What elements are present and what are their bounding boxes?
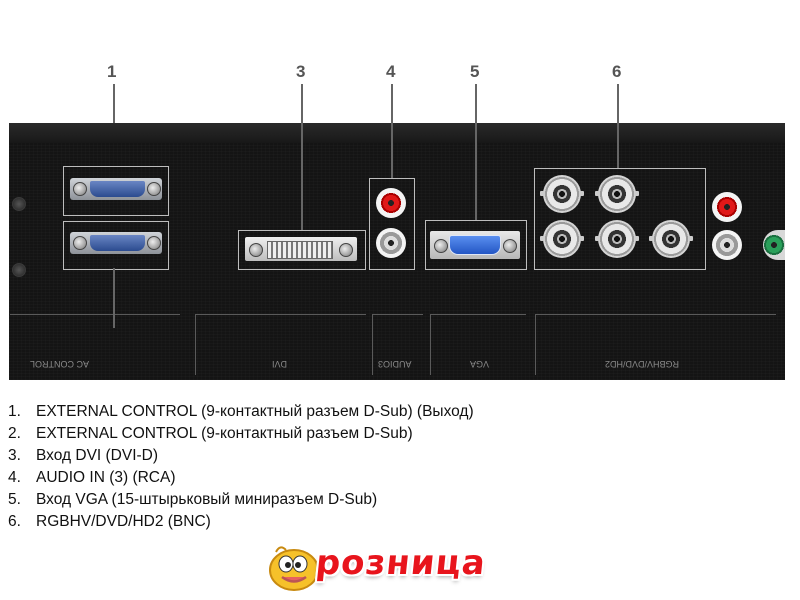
callout-3: 3 [296, 62, 306, 81]
dsub-9pin-icon [90, 181, 145, 197]
silkscreen-section [535, 314, 776, 375]
legend-item: 6.RGBHV/DVD/HD2 (BNC) [8, 513, 211, 530]
legend-item: 1.EXTERNAL CONTROL (9-контактный разъем … [8, 403, 474, 420]
screw-icon [147, 182, 161, 196]
screw-icon [147, 236, 161, 250]
bnc-connector [595, 220, 639, 258]
panel-top-edge [9, 123, 785, 143]
silkscreen-section [10, 314, 180, 375]
leader-line-6 [617, 84, 619, 168]
callout-6: 6 [612, 62, 622, 81]
label-vga: VGA [470, 359, 490, 369]
bnc-connector [540, 175, 584, 213]
rca-white-jack [376, 228, 406, 258]
leader-line-2 [113, 268, 115, 328]
legend-item: 5.Вход VGA (15-штырьковый миниразъем D-S… [8, 491, 378, 508]
silkscreen-section [430, 314, 526, 375]
rozniza-logo[interactable]: розница [266, 542, 536, 594]
bnc-connector [649, 220, 693, 258]
callout-5: 5 [470, 62, 480, 81]
dsub-control-out-port [70, 178, 162, 200]
bnc-connector [540, 220, 584, 258]
leader-line-5 [475, 84, 477, 220]
label-dvi: DVI [272, 359, 288, 369]
vga-frame [425, 220, 527, 270]
rca-green-jack [763, 230, 785, 260]
vga-15pin-icon [449, 235, 501, 255]
label-control: AC CONTROL [30, 359, 90, 369]
bnc-connector [595, 175, 639, 213]
control-out-frame [63, 166, 169, 216]
dvi-frame [238, 230, 366, 270]
screw-icon [434, 239, 448, 253]
vga-port [430, 231, 520, 259]
audio-frame [369, 178, 415, 270]
label-audio: AUDIO3 [378, 359, 412, 369]
panel-screw [12, 197, 26, 211]
connector-legend: 1.EXTERNAL CONTROL (9-контактный разъем … [8, 401, 474, 533]
control-in-frame [63, 221, 169, 270]
dsub-control-in-port [70, 232, 162, 254]
callout-1: 1 [107, 62, 117, 81]
label-rgbhv: RGBHV/DVD/HD2 [605, 359, 680, 369]
mascot-icon [269, 546, 319, 591]
legend-item: 3.Вход DVI (DVI-D) [8, 447, 159, 464]
screw-icon [249, 243, 263, 257]
dvi-port [245, 237, 357, 261]
dsub-9pin-icon [90, 235, 145, 251]
silkscreen-section [195, 314, 366, 375]
rca-red-jack [376, 188, 406, 218]
logo-wordmark: розница [313, 543, 489, 583]
screw-icon [339, 243, 353, 257]
leader-line-3 [301, 84, 303, 230]
screw-icon [73, 182, 87, 196]
rca-red-jack [712, 192, 742, 222]
legend-item: 2.EXTERNAL CONTROL (9-контактный разъем … [8, 425, 413, 442]
panel-screw [12, 263, 26, 277]
bnc-frame [534, 168, 706, 270]
rca-white-jack [712, 230, 742, 260]
callout-4: 4 [386, 62, 396, 81]
screw-icon [73, 236, 87, 250]
leader-line-4 [391, 84, 393, 178]
legend-item: 4.AUDIO IN (3) (RCA) [8, 469, 176, 486]
dvi-pins-icon [267, 241, 333, 259]
screw-icon [503, 239, 517, 253]
silkscreen-section [372, 314, 423, 375]
